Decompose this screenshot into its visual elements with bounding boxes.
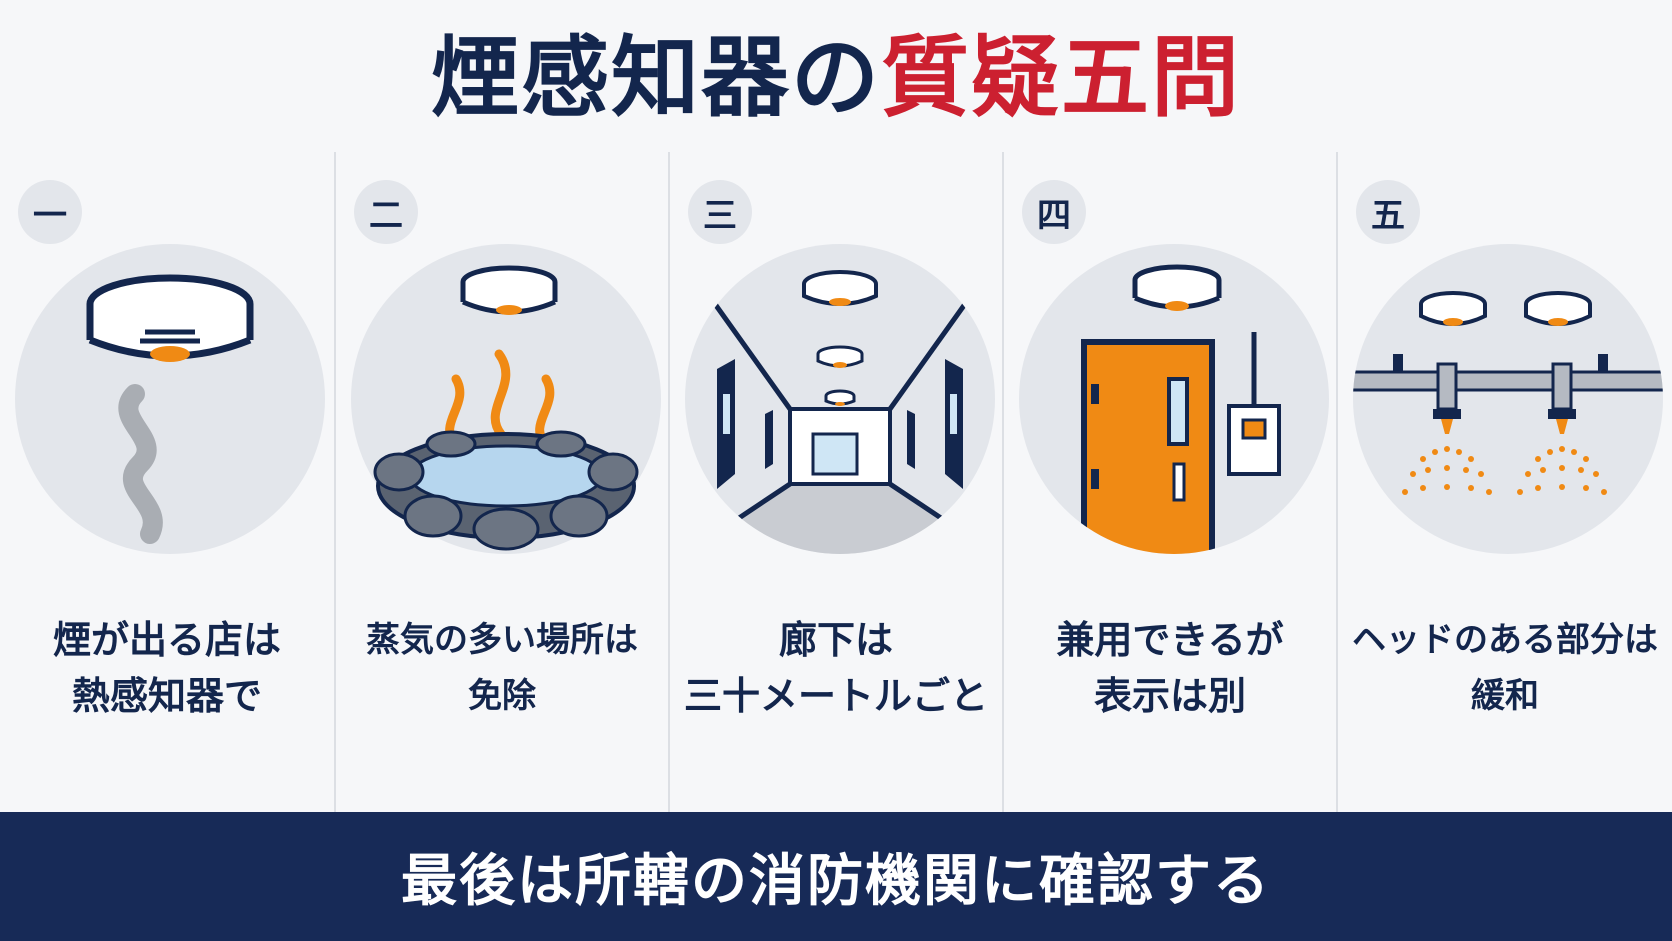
sprinkler-head-icons: [1433, 362, 1576, 434]
ceiling-detector-icons: [802, 270, 878, 406]
panel-number-1: 一: [18, 180, 82, 244]
smoke-detector-smoke-illustration: [15, 244, 325, 554]
panel-4: 四: [1002, 152, 1336, 812]
panel-number-3: 三: [688, 180, 752, 244]
panel-caption-1: 煙が出る店は 熱感知器で: [52, 618, 281, 718]
hot-spring-steam-illustration: [351, 244, 661, 554]
panel-1: 一 煙が出る店は 熱感知器で: [0, 152, 334, 812]
hot-spring-pool-icon: [373, 430, 639, 551]
smoke-detector-icons: [1419, 291, 1592, 326]
indicator-panel-icon: [1227, 332, 1281, 476]
footer-text: 最後は所轄の消防機関に確認する: [401, 849, 1271, 914]
sprinkler-illustration: [1353, 244, 1663, 554]
panel-3: 三: [668, 152, 1002, 812]
panel-5: 五: [1336, 152, 1672, 812]
corridor-illustration: [685, 244, 995, 554]
sprinkler-pipe-icon: [1353, 354, 1663, 392]
page-title: 煙感知器の質疑五問: [0, 18, 1672, 138]
title-part2: 質疑五問: [881, 26, 1242, 129]
door-icon: [1081, 339, 1215, 554]
panel-caption-4: 兼用できるが 表示は別: [1056, 618, 1284, 718]
smoke-detector-icon: [86, 274, 254, 362]
panel-caption-5: ヘッドのある部分は 緩和: [1352, 620, 1658, 716]
panel-number-4: 四: [1022, 180, 1086, 244]
panel-2: 二: [334, 152, 668, 812]
panel-number-5: 五: [1356, 180, 1420, 244]
panels: 一 煙が出る店は 熱感知器で 二: [0, 152, 1672, 812]
water-spray-icons: [1402, 446, 1607, 495]
smoke-detector-icon: [1132, 264, 1222, 311]
footer-banner: 最後は所轄の消防機関に確認する: [0, 812, 1672, 941]
panel-caption-3: 廊下は 三十メートルごと: [683, 618, 988, 718]
smoke-icon: [118, 384, 163, 544]
title-part1: 煙感知器の: [430, 26, 881, 129]
smoke-detector-icon: [460, 265, 558, 315]
door-detector-illustration: [1019, 244, 1329, 554]
panel-number-2: 二: [354, 180, 418, 244]
panel-caption-2: 蒸気の多い場所は 免除: [366, 620, 638, 716]
